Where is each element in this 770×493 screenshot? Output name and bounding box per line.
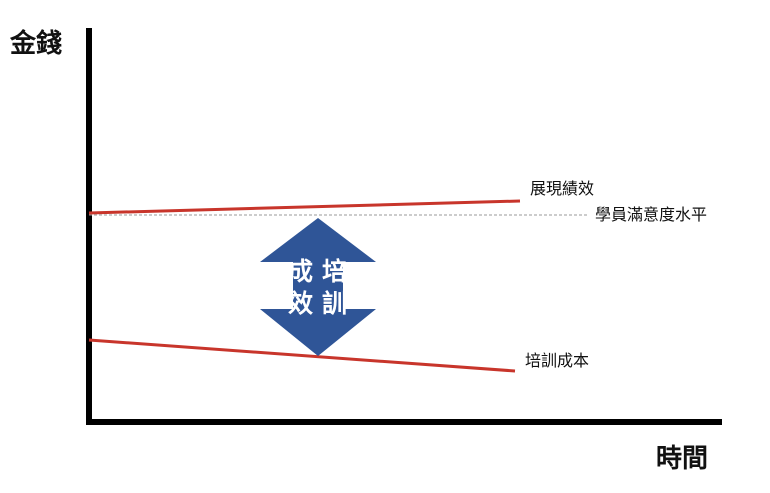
- arrow-text-cheng: 成: [288, 257, 313, 286]
- y-axis-label: 金錢: [9, 28, 62, 59]
- cost-label: 培訓成本: [525, 351, 589, 370]
- x-axis-label: 時間: [656, 444, 708, 474]
- cost-line: [88, 338, 516, 373]
- arrow-text-xun: 訓: [322, 289, 347, 318]
- performance-line: [88, 199, 521, 215]
- arrow-text-pei: 培: [322, 257, 347, 286]
- satisfaction-label: 學員滿意度水平: [595, 205, 707, 224]
- performance-label: 展現績效: [530, 179, 594, 198]
- double-arrow-icon: [260, 218, 376, 356]
- arrow-text-xiao: 效: [288, 289, 313, 318]
